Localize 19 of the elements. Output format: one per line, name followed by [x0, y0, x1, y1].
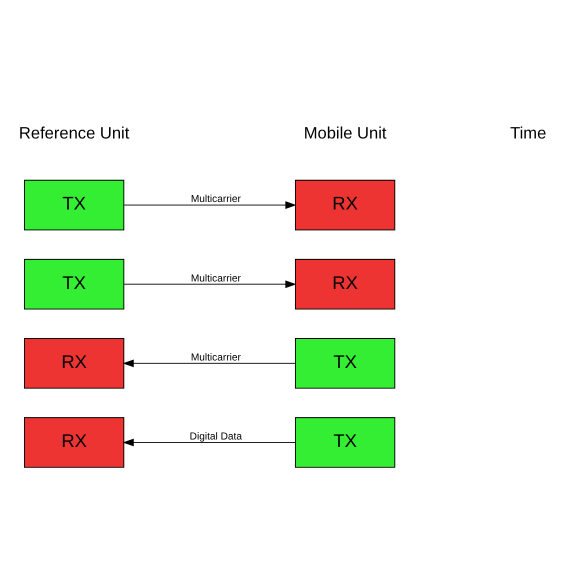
arrow: [124, 201, 296, 209]
node-box: RX: [294, 180, 396, 230]
edge-label: Multicarrier: [190, 352, 241, 364]
node-box: TX: [24, 180, 124, 230]
edge-label: Digital Data: [190, 432, 242, 443]
node-box: RX: [294, 258, 396, 310]
edge-label: Multicarrier: [190, 194, 241, 206]
arrow: [122, 438, 296, 446]
edge-label: Multicarrier: [190, 273, 241, 284]
node-box: RX: [24, 338, 124, 389]
node-box: RX: [24, 417, 124, 468]
arrow: [124, 280, 296, 288]
node-box: TX: [294, 338, 396, 389]
node-box: TX: [24, 258, 124, 310]
label: Mobile Unit: [304, 123, 386, 142]
label: Reference Unit: [18, 123, 130, 142]
arrow: [122, 359, 296, 368]
node-box: TX: [294, 417, 396, 468]
label: Time: [510, 123, 546, 142]
